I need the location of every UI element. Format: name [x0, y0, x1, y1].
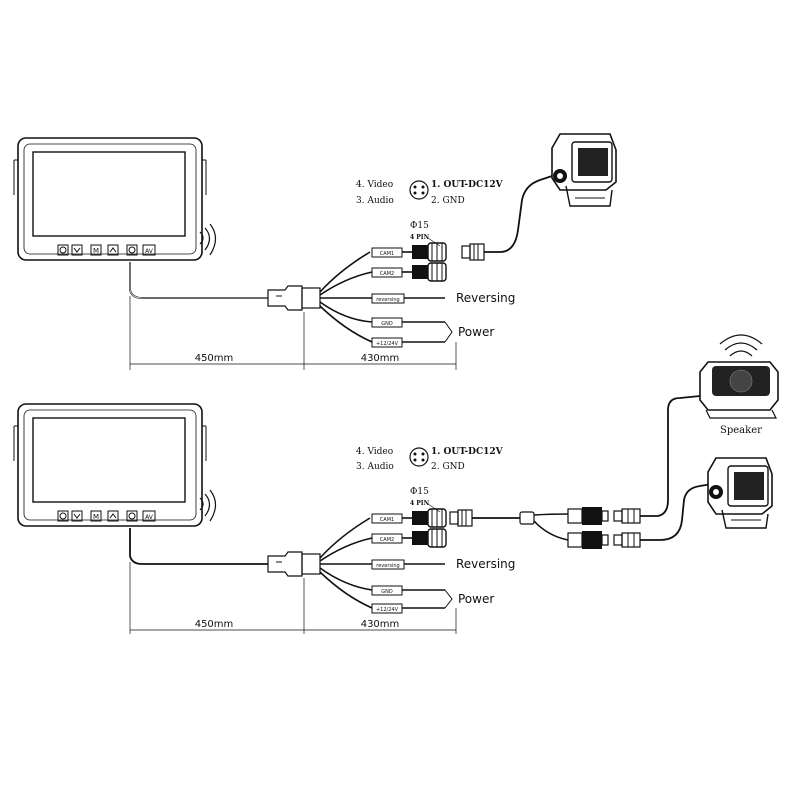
pin3-label: 3. Audio	[356, 462, 394, 472]
dimension-left: 450mm	[195, 619, 234, 630]
up-icon	[109, 247, 117, 253]
up-icon	[109, 513, 117, 519]
power-label: Power	[458, 325, 494, 339]
cable-tag-reversing-text: reversing	[376, 563, 399, 569]
pin3-label: 3. Audio	[356, 196, 394, 206]
menu-button[interactable]	[90, 510, 102, 522]
pin4-label: 4. Video	[356, 180, 393, 190]
connector-diameter-label: Φ15	[410, 221, 429, 231]
cable-tag-cam2-text: CAM2	[380, 271, 394, 277]
power-button[interactable]	[57, 510, 69, 522]
speaker: Speaker	[699, 361, 779, 436]
dimension-line: 450mm 430mm	[129, 562, 457, 634]
diagram-top: M AV	[13, 133, 617, 370]
up-button[interactable]	[107, 244, 119, 256]
down-button[interactable]	[71, 244, 83, 256]
power-button[interactable]	[57, 244, 69, 256]
down-icon	[73, 513, 81, 519]
av-label: AV	[145, 514, 154, 521]
mode-button[interactable]	[126, 510, 138, 522]
av-button[interactable]	[142, 510, 156, 522]
reversing-label: Reversing	[456, 557, 515, 571]
pin2-label: 2. GND	[431, 196, 465, 206]
menu-button[interactable]	[90, 244, 102, 256]
speaker-grille-icon	[729, 369, 753, 393]
menu-label: M	[93, 247, 99, 255]
connector-pins-label: 4 PIN	[410, 500, 430, 507]
cam-connectors	[402, 242, 447, 282]
dimension-right: 430mm	[361, 353, 400, 364]
dimension-line: 450mm 430mm	[129, 296, 457, 370]
monitor: M AV	[13, 403, 207, 527]
sound-waves-icon	[199, 223, 217, 256]
dimension-right: 430mm	[361, 619, 400, 630]
cable-tag-cam1-text: CAM1	[380, 517, 394, 523]
av-label: AV	[145, 248, 154, 255]
power-icon	[59, 512, 67, 520]
splitter-connectors	[567, 507, 641, 549]
diagram-bottom: M AV CAM1 CA	[13, 334, 779, 634]
dimension-left: 450mm	[195, 353, 234, 364]
cable-tag-power-text: +12/24V	[376, 607, 399, 613]
monitor-button-row: M AV	[57, 244, 156, 256]
cable-tag-reversing-text: reversing	[376, 297, 399, 303]
sound-waves-icon	[199, 489, 217, 522]
pinout-diagram: 4. Video 3. Audio 1. OUT-DC12V 2. GND	[356, 180, 504, 206]
down-icon	[73, 247, 81, 253]
pin1-label: 1. OUT-DC12V	[431, 447, 504, 457]
up-button[interactable]	[107, 510, 119, 522]
pin2-label: 2. GND	[431, 462, 465, 472]
power-icon	[59, 246, 67, 254]
cable-tag-cam1-text: CAM1	[380, 251, 394, 257]
rear-camera	[707, 457, 773, 529]
mode-button[interactable]	[126, 244, 138, 256]
reversing-label: Reversing	[456, 291, 515, 305]
cable-tags: CAM1 CAM2 reversing GND +12/24V	[371, 513, 405, 614]
mode-icon	[128, 246, 136, 254]
cable-junction	[267, 551, 321, 577]
menu-label: M	[93, 513, 99, 521]
down-button[interactable]	[71, 510, 83, 522]
pinout-connector-icon	[409, 447, 429, 467]
cam-connectors	[402, 508, 447, 548]
pinout-diagram: 4. Video 3. Audio 1. OUT-DC12V 2. GND	[356, 447, 504, 472]
connector-diameter-label: Φ15	[410, 487, 429, 497]
cable-tag-cam2-text: CAM2	[380, 537, 394, 543]
speaker-label: Speaker	[720, 425, 762, 436]
rear-camera	[551, 133, 617, 207]
av-button[interactable]	[142, 244, 156, 256]
speaker-sound-waves-icon	[719, 334, 763, 357]
cable-junction	[267, 285, 321, 311]
cable-tag-power-text: +12/24V	[376, 341, 399, 347]
power-label: Power	[458, 592, 494, 606]
pin1-label: 1. OUT-DC12V	[431, 180, 504, 190]
monitor: M AV	[13, 137, 207, 261]
pinout-connector-icon	[409, 180, 429, 200]
cable-tag-gnd-text: GND	[381, 589, 393, 595]
cable-tag-gnd-text: GND	[381, 321, 393, 327]
connector-pins-label: 4 PIN	[410, 234, 430, 241]
mode-icon	[128, 512, 136, 520]
pin4-label: 4. Video	[356, 447, 393, 457]
cable-tags: CAM1 CAM2 reversing GND +12/24V	[371, 247, 405, 348]
monitor-button-row: M AV	[57, 510, 156, 522]
